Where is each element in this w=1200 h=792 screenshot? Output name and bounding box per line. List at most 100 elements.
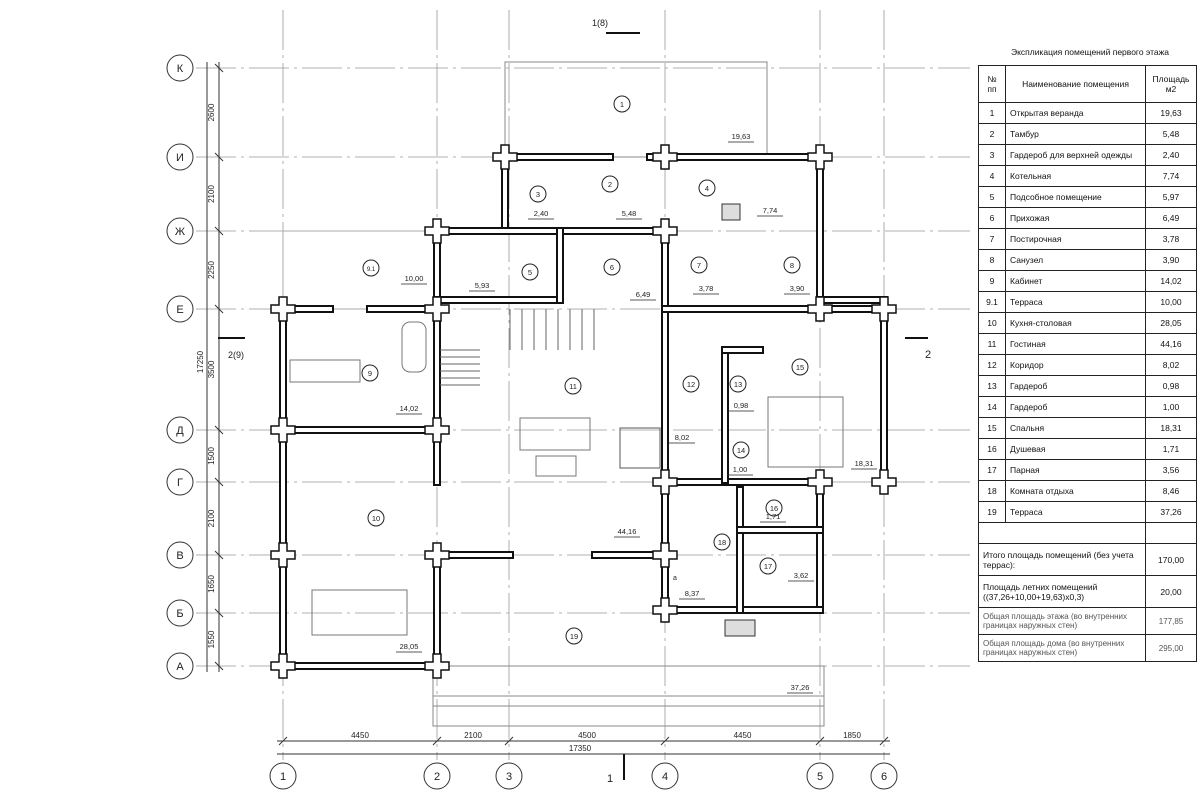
room-area-cell: 1,71 [1145, 438, 1197, 460]
area-label: 44,16 [618, 527, 637, 536]
row-axis-bubble [166, 143, 194, 171]
left-dimension: 3500 [207, 360, 216, 378]
section-mark-bottom: 1 [607, 773, 613, 785]
room-area-cell: 44,16 [1145, 333, 1197, 355]
dining-table [311, 589, 408, 636]
room-number-bubble [713, 533, 731, 551]
room-area-cell: 5,48 [1145, 123, 1197, 145]
stove [724, 619, 756, 637]
bottom-dimension: 2100 [464, 731, 482, 740]
room-number: 14 [737, 446, 745, 455]
room-name-cell: Гардероб [1005, 375, 1146, 397]
room-number-cell: 16 [978, 438, 1006, 460]
dimension-tick [214, 226, 224, 236]
row-axis-bubble [166, 295, 194, 323]
dimension-tick [214, 661, 224, 671]
room-name-cell: Гардероб [1005, 396, 1146, 418]
room-name-cell: Подсобное помещение [1005, 186, 1146, 208]
left-dimension: 1500 [207, 447, 216, 465]
bottom-dimension: 1850 [843, 731, 861, 740]
room-area-cell: 37,26 [1145, 501, 1197, 523]
room-number: 1 [620, 100, 624, 109]
room-area-cell: 3,90 [1145, 249, 1197, 271]
total-row: Итого площадь помещений (без учета терра… [978, 543, 1197, 576]
log-corner [424, 417, 450, 443]
column-axis-bubble [806, 762, 834, 790]
total-row: Площадь летних помещений ((37,26+10,00+1… [978, 575, 1197, 608]
dimension-tick [432, 736, 442, 746]
room-number: 16 [770, 504, 778, 513]
room-number-bubble [565, 627, 583, 645]
column-axis-bubble [870, 762, 898, 790]
log-corner [492, 144, 518, 170]
area-label: 5,48 [622, 209, 637, 218]
area-label: 37,26 [791, 683, 810, 692]
section-mark-right: 2 [925, 349, 931, 361]
sofa [519, 417, 591, 451]
column-axis-bubble [495, 762, 523, 790]
room-number-cell: 15 [978, 417, 1006, 439]
room-number: 3 [536, 190, 540, 199]
room-name-cell: Открытая веранда [1005, 102, 1146, 124]
column-axis-label: 6 [881, 771, 887, 783]
room-number-cell: 17 [978, 459, 1006, 481]
row-axis-label: И [176, 152, 184, 164]
bed [767, 396, 844, 468]
log-corner [807, 469, 833, 495]
area-label: 5,93 [475, 281, 490, 290]
area-label: 2,40 [534, 209, 549, 218]
room-area-cell: 1,00 [1145, 396, 1197, 418]
room-area-cell: 14,02 [1145, 270, 1197, 292]
room-number: 11 [569, 382, 577, 391]
room-area-cell: 19,63 [1145, 102, 1197, 124]
log-corner [871, 296, 897, 322]
log-corner [424, 218, 450, 244]
bottom-dimension: 4450 [734, 731, 752, 740]
area-label: 0,98 [734, 401, 749, 410]
room-name-cell: Комната отдыха [1005, 480, 1146, 502]
room-area-cell: 3,56 [1145, 459, 1197, 481]
column-axis-bubble [269, 762, 297, 790]
room-number-cell: 13 [978, 375, 1006, 397]
room-number: 19 [570, 632, 578, 641]
area-label: 28,05 [400, 642, 419, 651]
log-corner [807, 144, 833, 170]
dimension-tick [214, 550, 224, 560]
total-label-cell: Итого площадь помещений (без учета терра… [978, 543, 1146, 576]
area-label: 3,62 [794, 571, 809, 580]
room-area-cell: 18,31 [1145, 417, 1197, 439]
dimension-tick [660, 736, 670, 746]
area-label: 1,71 [766, 512, 781, 521]
room-name-cell: Гардероб для верхней одежды [1005, 144, 1146, 166]
room-number-bubble [732, 441, 750, 459]
room-number-cell: 5 [978, 186, 1006, 208]
bottom-total-dimension: 17350 [569, 744, 592, 753]
room-number-cell: 14 [978, 396, 1006, 418]
log-corner [424, 542, 450, 568]
room-number-cell: 2 [978, 123, 1006, 145]
room-name-cell: Парная [1005, 459, 1146, 481]
room-name-cell: Душевая [1005, 438, 1146, 460]
area-label: 3,90 [790, 284, 805, 293]
room-number-bubble [367, 509, 385, 527]
area-label: 8,02 [675, 433, 690, 442]
room-number-bubble [682, 375, 700, 393]
room-number: 15 [796, 363, 804, 372]
room-area-cell: 8,02 [1145, 354, 1197, 376]
room-number-cell: 3 [978, 144, 1006, 166]
room-number-cell: 7 [978, 228, 1006, 250]
area-label: 14,02 [400, 404, 419, 413]
log-corner [652, 144, 678, 170]
total-value-cell: 170,00 [1145, 543, 1197, 576]
room-number: 12 [687, 380, 695, 389]
dimension-tick [815, 736, 825, 746]
